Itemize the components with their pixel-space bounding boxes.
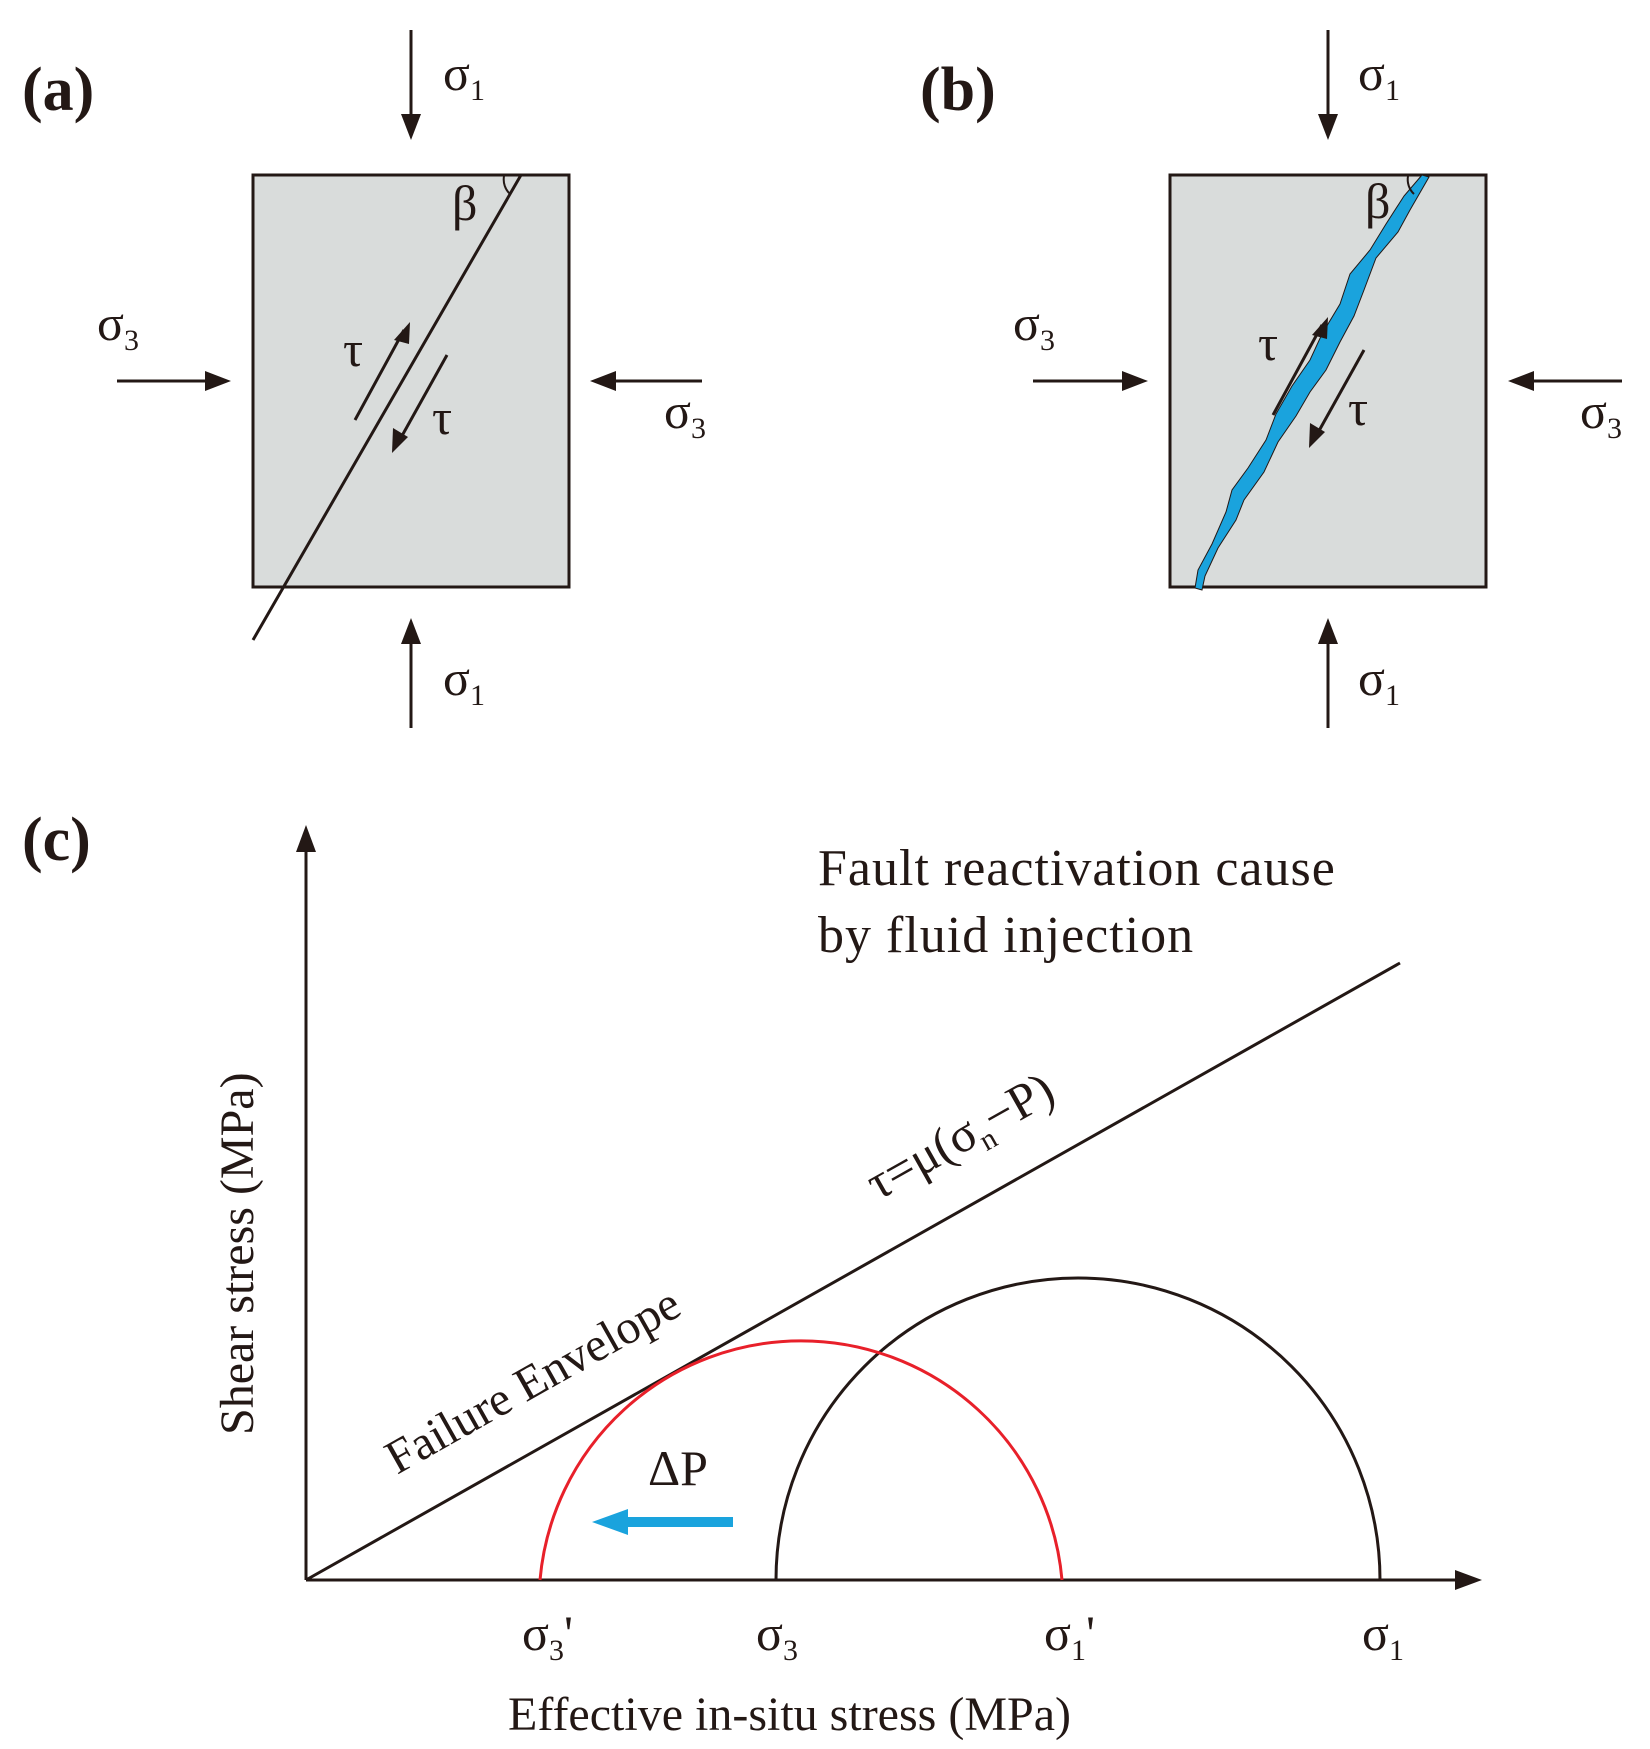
tau-upper-b: τ (1258, 315, 1278, 371)
sigma1-bottom-arrowhead-b (1318, 618, 1338, 644)
rock-sample-b (1168, 173, 1488, 589)
fluid-fault-b (1194, 174, 1430, 591)
shear-arrowhead-up-b (1312, 317, 1328, 339)
envelope-equation: τ=μ(σn−P) (856, 1060, 1066, 1215)
sigma1-top-arrowhead-a (401, 114, 421, 140)
beta-label-a: β (452, 175, 477, 231)
tau-lower-b: τ (1348, 380, 1368, 436)
sigma1-top-arrowhead-b (1318, 114, 1338, 140)
sigma1-bottom-arrowhead-a (401, 618, 421, 644)
shear-arrowhead-down-a (392, 428, 408, 453)
sigma1-bottom-label-b: σ1 (1358, 650, 1400, 712)
shear-arrow-up-b (1271, 324, 1324, 416)
delta-p-label: ΔP (648, 1440, 708, 1496)
x-axis-title: Effective in-situ stress (MPa) (508, 1688, 1071, 1741)
sigma3-right-label-b: σ3 (1580, 383, 1622, 445)
panel-b: (b) β τ τ σ1 σ1 σ3 σ3 (920, 30, 1622, 728)
beta-arc-b (1406, 175, 1415, 195)
tau-upper-a: τ (343, 321, 363, 377)
rock-sample-a (251, 173, 571, 589)
tick-sigma3-prime: σ3' (522, 1605, 573, 1667)
shear-arrow-up-a (353, 329, 406, 421)
panel-a: (a) β τ τ σ1 σ1 σ3 σ3 (22, 30, 706, 728)
beta-arc-a (502, 175, 511, 195)
sigma1-top-label-a: σ1 (443, 45, 485, 107)
panel-b-label: (b) (920, 56, 996, 124)
shear-arrowhead-down-b (1309, 423, 1325, 448)
shear-arrow-down-a (396, 354, 449, 444)
sigma1-bottom-label-a: σ1 (443, 650, 485, 712)
sigma3-right-label-a: σ3 (664, 383, 706, 445)
panel-c: (c) Fault reactivation cause by fluid in… (22, 806, 1482, 1741)
fault-line-a (251, 174, 523, 641)
tick-sigma1: σ1 (1362, 1605, 1404, 1667)
sigma1-top-label-b: σ1 (1358, 45, 1400, 107)
sigma3-left-label-b: σ3 (1013, 295, 1055, 357)
tick-sigma3: σ3 (756, 1605, 798, 1667)
shifted-mohr-circle (538, 1339, 1064, 1581)
failure-envelope-line (305, 961, 1401, 1582)
sigma3-right-arrowhead-b (1508, 371, 1534, 391)
y-axis-arrowhead (296, 825, 316, 852)
annotation-line-2: by fluid injection (818, 907, 1194, 964)
sigma3-left-arrowhead-b (1122, 371, 1148, 391)
y-axis-title: Shear stress (MPa) (211, 1072, 264, 1435)
sigma3-left-label-a: σ3 (97, 295, 139, 357)
tau-lower-a: τ (432, 389, 452, 445)
original-mohr-circle (774, 1276, 1382, 1581)
sigma3-left-arrowhead-a (205, 371, 231, 391)
sigma3-right-arrowhead-a (590, 371, 616, 391)
panel-c-label: (c) (22, 806, 91, 874)
shear-arrowhead-up-a (394, 322, 410, 344)
beta-label-b: β (1365, 173, 1390, 229)
delta-p-arrowhead (592, 1509, 628, 1535)
tick-sigma1-prime: σ1' (1044, 1605, 1095, 1667)
shear-arrow-down-b (1313, 349, 1366, 439)
annotation-line-1: Fault reactivation cause (818, 840, 1336, 897)
panel-a-label: (a) (22, 56, 94, 124)
x-axis-arrowhead (1455, 1570, 1482, 1590)
